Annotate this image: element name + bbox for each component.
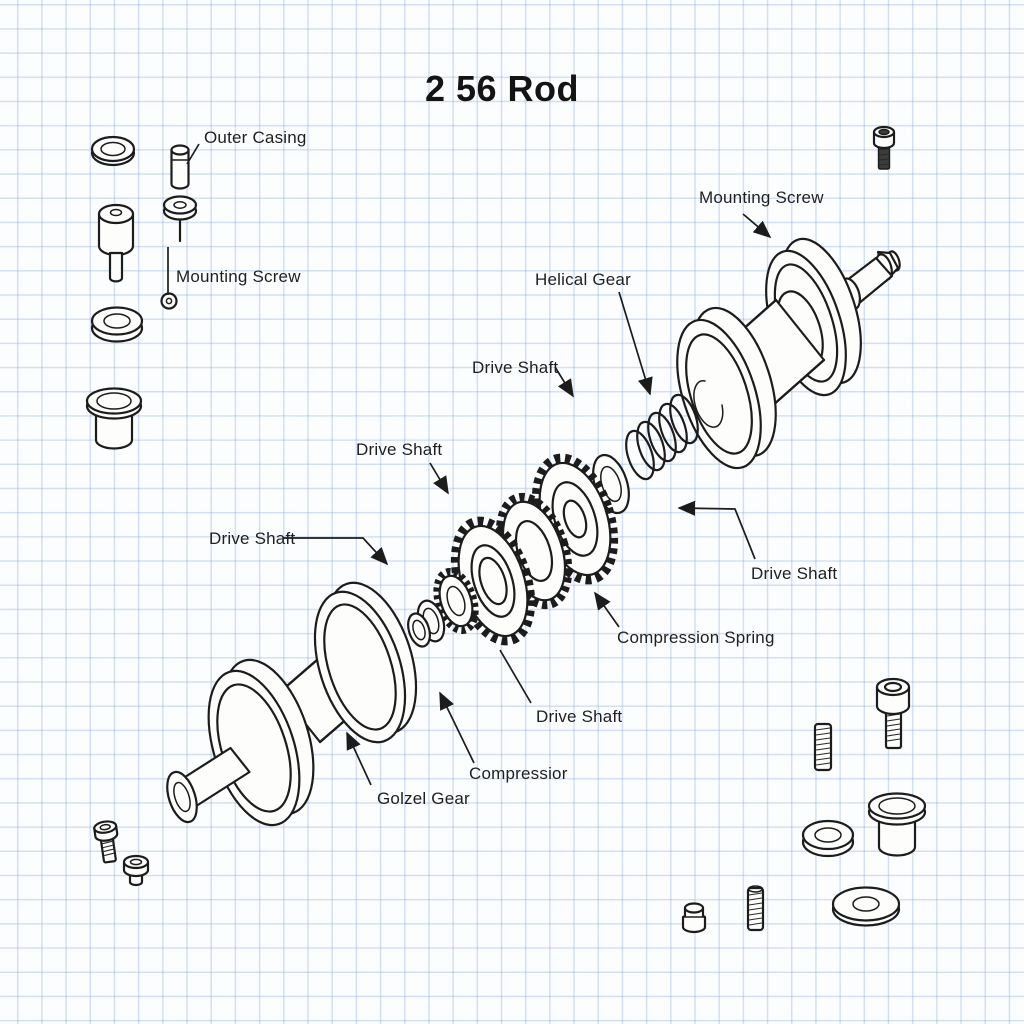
thick-washer-icon	[90, 306, 144, 343]
socket-head-cap-screw-2-icon	[875, 677, 911, 750]
label-drive-shaft-bottom: Drive Shaft	[536, 707, 623, 726]
label-outer-casing: Outer Casing	[204, 128, 307, 147]
threaded-stud-icon	[813, 722, 833, 772]
leader-compressior	[439, 691, 475, 764]
gear-cluster	[407, 453, 619, 648]
round-head-bolt-icon	[97, 203, 135, 283]
label-mounting-screw-right: Mounting Screw	[699, 188, 824, 207]
label-compression-spring: Compression Spring	[617, 628, 775, 647]
washer-2-icon	[801, 819, 855, 858]
label-drive-shaft-left: Drive Shaft	[209, 529, 296, 548]
flanged-bushing-icon	[85, 387, 143, 450]
shoulder-screw-icon	[122, 854, 150, 887]
label-drive-shaft-right: Drive Shaft	[751, 564, 838, 583]
machine-screw-icon	[93, 820, 119, 864]
leader-outer-casing	[186, 143, 200, 165]
label-golzel-gear: Golzel Gear	[377, 789, 470, 808]
gear-small-pinion	[433, 567, 479, 635]
leader-drive-shaft-left	[283, 537, 389, 566]
compression-spring-coil	[625, 393, 699, 481]
grommet-icon	[162, 195, 198, 243]
locating-pin-icon	[170, 144, 190, 190]
leader-compression-spring	[594, 591, 620, 628]
leader-helical-gear	[618, 291, 653, 396]
threaded-stud-2-icon	[746, 885, 765, 932]
leader-drive-shaft-right	[677, 500, 756, 560]
leader-lines	[167, 143, 772, 786]
label-compressior: Compressior	[469, 764, 568, 783]
leader-drive-shaft-upper	[554, 366, 574, 398]
small-screw-icon	[160, 292, 178, 310]
flywheel-pulley-assembly	[676, 237, 901, 470]
diagram-title: 2 56 Rod	[424, 68, 580, 109]
spool-ring	[313, 581, 418, 744]
spacer-icon	[681, 902, 707, 934]
flanged-bushing-2-icon	[867, 792, 927, 857]
socket-head-cap-screw-icon	[872, 125, 896, 170]
front-collar-ring	[407, 612, 431, 648]
leader-mounting-screw-right	[742, 213, 772, 239]
label-drive-shaft-center: Drive Shaft	[356, 440, 443, 459]
spool-shaft-assembly	[166, 581, 418, 827]
large-washer-icon	[831, 886, 901, 927]
leader-drive-shaft-center	[429, 462, 449, 495]
leader-golzel-gear	[346, 731, 372, 786]
flat-washer-icon	[90, 135, 136, 167]
leader-drive-shaft-bottom	[499, 649, 532, 704]
spool-shaft	[166, 746, 251, 824]
label-mounting-screw-left: Mounting Screw	[176, 267, 301, 286]
label-helical-gear: Helical Gear	[535, 270, 631, 289]
label-drive-shaft-upper: Drive Shaft	[472, 358, 559, 377]
